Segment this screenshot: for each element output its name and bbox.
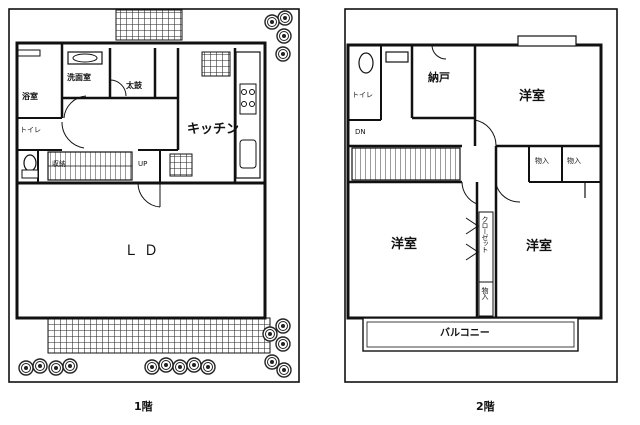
floor1-drawing: [8, 8, 300, 383]
floor1-outer-wall: [15, 41, 267, 320]
floor2-lot-boundary: [344, 8, 618, 383]
floor2-balcony: [362, 317, 579, 352]
floor2-nando-label: 納戸: [428, 71, 450, 84]
floor1-taiko-label: 太鼓: [126, 81, 142, 90]
floor2-dn-label: DN: [355, 128, 366, 136]
floor1-entrance-hatch: [115, 9, 183, 41]
floor2-western-room-3-label: 洋室: [526, 239, 553, 254]
floor2-western-room-2-label: 洋室: [391, 237, 418, 252]
floor1-terrace-hatch: [47, 317, 271, 354]
floor2-storage-b-label: 物入: [567, 157, 581, 165]
floor2-caption: 2階: [476, 400, 495, 413]
floor1-storage-label: 収納: [52, 160, 66, 168]
floor2-western-room-1-label: 洋室: [519, 89, 546, 104]
floor1-up-label: UP: [138, 160, 148, 168]
floor1-washroom-label: 洗面室: [67, 73, 91, 82]
floor2-balcony-label: バルコニー: [440, 328, 490, 339]
floor2-toilet-label: トイレ: [352, 91, 373, 99]
floor2-drawing: [344, 8, 618, 383]
floor1-bath-label: 浴室: [22, 92, 38, 101]
floor1-toilet-label: トイレ: [20, 126, 41, 134]
floor2-closet-label: クローゼット: [481, 216, 489, 252]
floor1-ld-label: ＬＤ: [124, 243, 164, 259]
floor2-storage-a-label: 物入: [535, 157, 549, 165]
floor2-staircase: [351, 147, 461, 181]
floor2-storage-c-label: 物入: [481, 287, 489, 299]
floor1-caption: 1階: [134, 400, 153, 413]
floor2-outer-wall: [346, 43, 603, 320]
floor1-lot-boundary: [8, 8, 300, 383]
floor1-kitchen-label: キッチン: [187, 122, 240, 137]
